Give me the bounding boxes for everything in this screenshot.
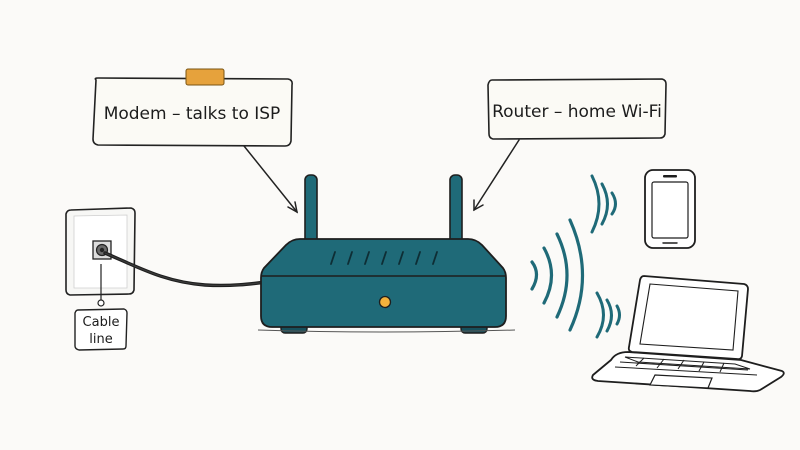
router-pointer-arrow <box>473 139 520 212</box>
router-icon <box>260 174 507 334</box>
modem-callout: Modem – talks to ISP <box>92 68 293 147</box>
surface-line <box>257 329 516 333</box>
router-antenna-right <box>449 174 463 246</box>
wifi-waves-icon <box>530 218 584 332</box>
wall-outlet-icon <box>65 207 136 296</box>
smartphone-icon <box>644 169 696 249</box>
modem-callout-label: Modem – talks to ISP <box>104 104 281 124</box>
modem-callout-box <box>92 77 293 147</box>
modem-pointer-arrow <box>243 145 299 214</box>
laptop-icon <box>591 275 785 393</box>
router-antenna-left <box>304 174 318 246</box>
router-callout: Router – home Wi-Fi <box>487 78 667 140</box>
laptop-wifi-waves-icon <box>595 291 621 339</box>
router-callout-box <box>487 78 667 140</box>
cable-tag: Cable line <box>74 264 128 351</box>
tape-icon <box>185 68 225 86</box>
router-indicator-light <box>378 295 392 309</box>
router-callout-label: Router – home Wi-Fi <box>492 102 662 122</box>
cable-tag-label-line2: line <box>89 332 112 347</box>
phone-wifi-waves-icon <box>590 174 617 234</box>
cable-tag-label-line1: Cable <box>83 315 120 330</box>
